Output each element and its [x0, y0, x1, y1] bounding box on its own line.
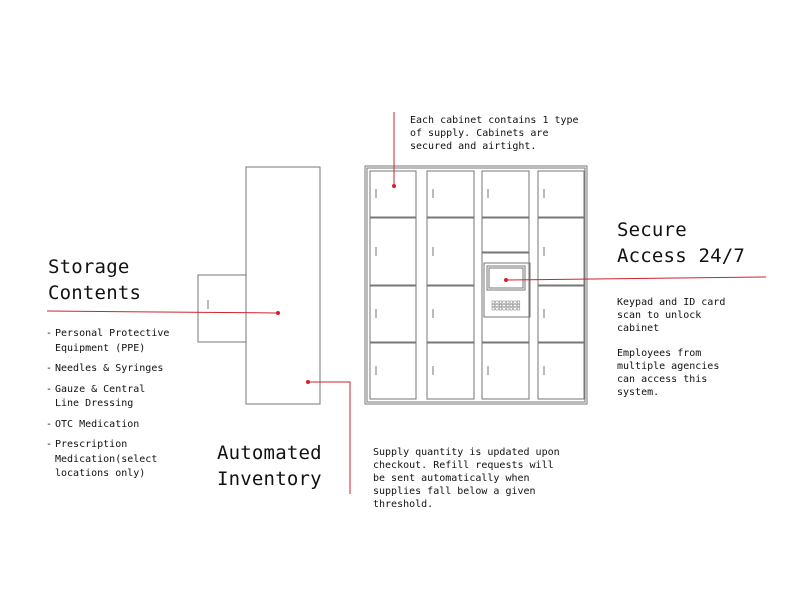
side-drawer [197, 274, 247, 343]
keypad-key [495, 307, 499, 311]
inventory-callout-line [308, 381, 351, 494]
keypad-key [506, 304, 510, 307]
cabinet-note: Each cabinet contains 1 type of supply. … [410, 115, 579, 152]
callouts [46, 112, 767, 494]
keypad-key [502, 304, 506, 307]
keypad-key [513, 307, 517, 311]
inventory-note: Supply quantity is updated upon checkout… [373, 447, 560, 510]
access-callout-dot [504, 278, 508, 282]
side-panel [245, 166, 321, 405]
locker-door [369, 342, 417, 400]
list-item: Gauze & Central Line Dressing [46, 383, 196, 412]
keypad-key [498, 307, 503, 311]
keypad-key [506, 300, 510, 304]
keypad-keys [491, 300, 521, 311]
keypad-key [502, 307, 506, 311]
locker-door [481, 217, 530, 253]
access-note-keypad: Keypad and ID card scan to unlock cabine… [617, 297, 726, 334]
keypad-key [516, 300, 521, 304]
automated-inventory-heading: Automated Inventory [217, 442, 322, 490]
keypad-key [516, 304, 521, 307]
storage-contents-heading: Storage Contents [48, 256, 142, 304]
locker-side-view [197, 166, 321, 405]
locker-frame-outer [364, 165, 588, 405]
locker-door [369, 217, 417, 286]
locker-door [481, 342, 530, 400]
locker-door [426, 217, 475, 286]
keypad-key [498, 304, 503, 307]
keypad-key [513, 300, 517, 304]
keypad-key [491, 300, 495, 304]
keypad-key [509, 300, 513, 304]
keypad-key [491, 304, 495, 307]
access-note-employees: Employees from multiple agencies can acc… [617, 348, 720, 398]
locker-door [426, 170, 475, 218]
locker-door [537, 217, 585, 286]
locker-front-view [364, 165, 588, 405]
list-item: OTC Medication [46, 418, 196, 433]
locker-door [537, 342, 585, 400]
inventory-callout-dot [306, 380, 310, 384]
keypad-key [491, 307, 495, 311]
keypad-screen [488, 267, 524, 289]
locker-frame-inner [366, 167, 586, 403]
keypad-key [509, 304, 513, 307]
locker-door [481, 170, 530, 218]
keypad-key [506, 307, 510, 311]
locker-door [369, 170, 417, 218]
secure-access-heading: Secure Access 24/7 [617, 219, 746, 267]
locker-door [426, 285, 475, 343]
keypad-key [516, 307, 521, 311]
locker-door [426, 342, 475, 400]
keypad-key [502, 300, 506, 304]
keypad-key [509, 307, 513, 311]
list-item: Needles & Syringes [46, 362, 196, 377]
keypad-key [513, 304, 517, 307]
locker-door [537, 170, 585, 218]
locker-doors [369, 170, 585, 400]
storage-callout-line [46, 310, 279, 314]
storage-contents-list: Personal Protective Equipment (PPE) Need… [46, 327, 196, 488]
locker-door [369, 285, 417, 343]
keypad-panel [483, 262, 531, 318]
list-item: Prescription Medication(select locations… [46, 438, 196, 482]
keypad-key [498, 300, 503, 304]
storage-callout-dot [276, 311, 280, 315]
access-callout-line [505, 276, 767, 281]
callout-dots [276, 184, 508, 384]
keypad-inner [486, 265, 526, 291]
keypad-key [495, 300, 499, 304]
keypad-housing [483, 262, 531, 318]
cabinet-callout-dot [392, 184, 396, 188]
locker-door [537, 285, 585, 343]
list-item: Personal Protective Equipment (PPE) [46, 327, 196, 356]
keypad-key [495, 304, 499, 307]
keypad-section [481, 252, 530, 343]
